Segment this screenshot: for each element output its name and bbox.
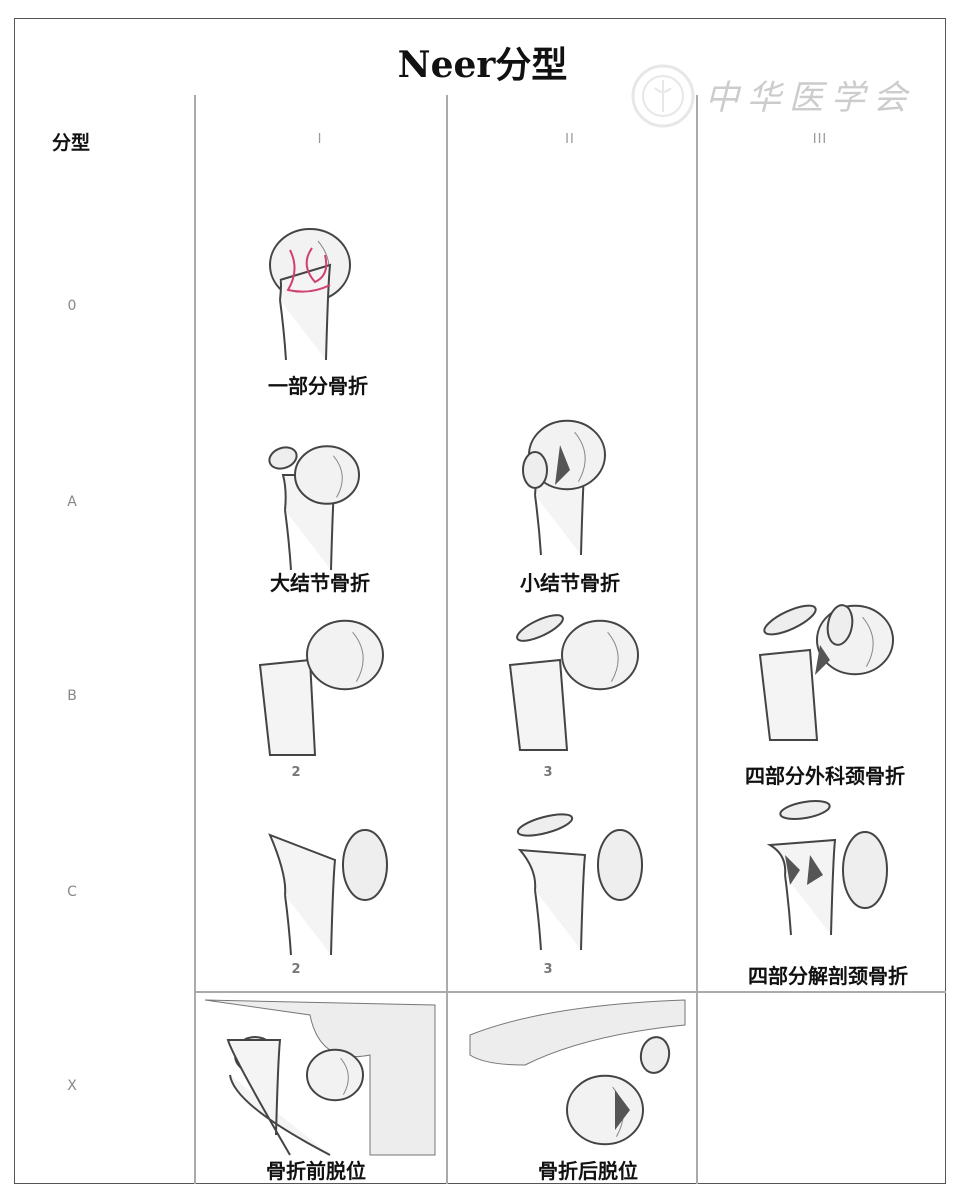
caption-lesser-tuberosity: 小结节骨折 xyxy=(520,571,620,595)
anterior-dislocation-figure xyxy=(204,999,436,1156)
row-label-C: C xyxy=(67,884,77,900)
column-label-I: I xyxy=(317,132,323,147)
watermark-text: 中华医学会 xyxy=(705,78,915,118)
caption-one-part-fracture: 一部分骨折 xyxy=(268,374,368,398)
row-label-X: X xyxy=(67,1078,77,1094)
caption-greater-tuberosity: 大结节骨折 xyxy=(270,571,370,595)
row-label-B: B xyxy=(67,688,77,704)
caption-four-part-surgical-neck: 四部分外科颈骨折 xyxy=(745,764,905,788)
three-part-surgical-neck-figure xyxy=(508,614,639,751)
row-header-label: 分型 xyxy=(52,132,91,154)
caption-two-part: 2 xyxy=(291,765,301,780)
two-part-surgical-neck-figure xyxy=(258,619,384,756)
caption-three-part: 3 xyxy=(543,765,553,780)
two-part-anatomical-neck-figure xyxy=(268,829,388,956)
one-part-fracture-figure xyxy=(269,228,351,361)
four-part-anatomical-neck-figure xyxy=(766,800,888,936)
diagram-title: Neer分型 xyxy=(397,44,568,86)
column-divider xyxy=(446,95,448,1184)
column-divider xyxy=(696,95,698,1184)
watermark-seal-icon xyxy=(631,64,695,128)
greater-tuberosity-fracture-figure xyxy=(268,445,360,571)
row-label-A: A xyxy=(67,494,77,510)
column-label-III: III xyxy=(812,132,828,147)
caption-posterior-dislocation: 骨折后脱位 xyxy=(538,1159,638,1183)
row-label-0: 0 xyxy=(67,298,77,314)
row-divider xyxy=(194,991,946,993)
three-part-anatomical-neck-figure xyxy=(516,813,643,951)
caption-four-part-anatomical-neck: 四部分解剖颈骨折 xyxy=(748,964,908,988)
posterior-dislocation-figure xyxy=(469,999,686,1146)
column-divider xyxy=(194,95,196,1184)
four-part-surgical-neck-figure xyxy=(758,604,894,741)
caption-anterior-dislocation: 骨折前脱位 xyxy=(266,1159,366,1183)
lesser-tuberosity-fracture-figure xyxy=(522,419,606,556)
column-label-II: II xyxy=(565,132,575,147)
caption-three-part: 3 xyxy=(543,962,553,977)
outer-frame xyxy=(14,18,946,1184)
caption-two-part: 2 xyxy=(291,962,301,977)
